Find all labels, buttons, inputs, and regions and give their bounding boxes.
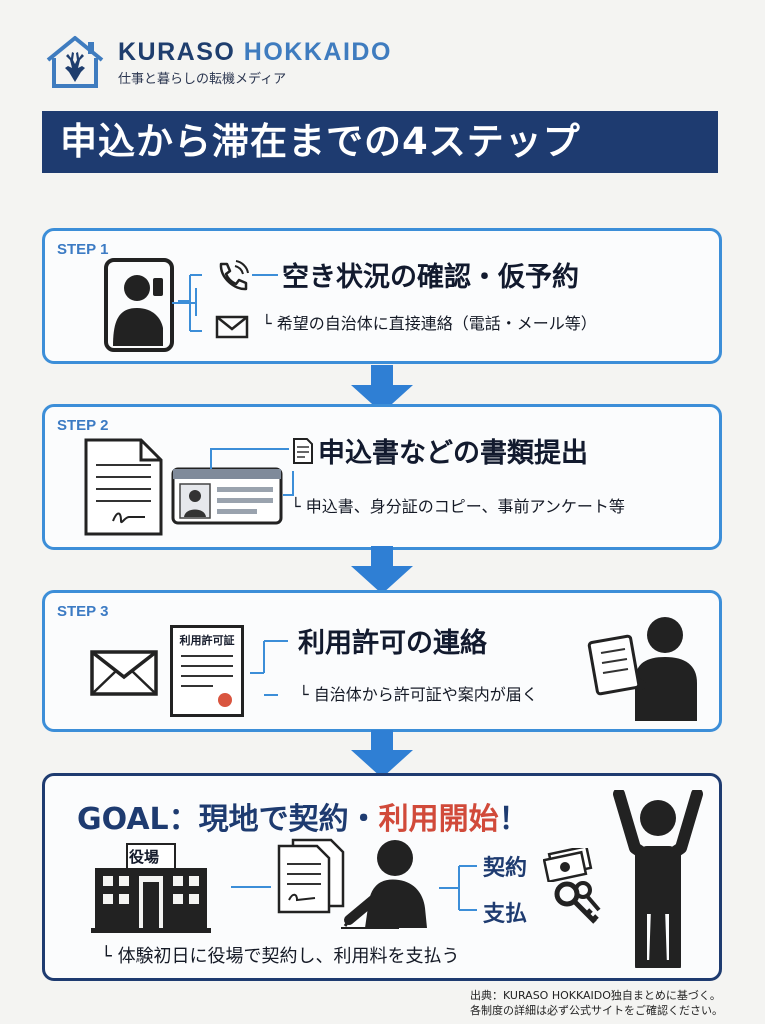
step-2-connector xyxy=(210,448,289,469)
step-2-card: STEP 2 申込書などの書類提出 └ 申込書、身分証のコピー、事前アンケート等 xyxy=(42,404,722,550)
id-card-icon xyxy=(171,467,283,525)
down-arrow-icon xyxy=(351,730,413,778)
brand-name: KURASO HOKKAIDO xyxy=(118,37,392,66)
step-2-desc: └ 申込書、身分証のコピー、事前アンケート等 xyxy=(291,497,625,516)
certificate-icon: 利用許可証 xyxy=(170,625,244,717)
town-hall-icon xyxy=(91,843,211,933)
step-3-title: 利用許可の連絡 xyxy=(298,628,487,659)
goal-card: GOAL：現地で契約・利用開始！ 役場 契約 支払 xyxy=(42,773,722,981)
goal-connector-1 xyxy=(231,886,271,888)
certificate-label: 利用許可証 xyxy=(179,634,235,647)
card-connector xyxy=(283,471,294,496)
step-1-card: STEP 1 空き状況の確認・仮予約 └ 希望の自治体に直接連絡（電話・メール等… xyxy=(42,228,722,364)
smartphone-person-icon xyxy=(104,258,197,352)
step-1-label: STEP 1 xyxy=(57,241,109,258)
keys-icon xyxy=(554,881,601,924)
step-3-desc: └ 自治体から許可証や案内が届く xyxy=(299,685,538,704)
person-celebrating-icon xyxy=(613,790,703,968)
step-1-title: 空き状況の確認・仮予約 xyxy=(282,262,579,293)
house-deer-logo-icon xyxy=(46,36,104,88)
papers-icon xyxy=(277,838,345,914)
footnote-line-1: 出典：KURASO HOKKAIDO独自まとめに基づく。 xyxy=(470,989,721,1002)
person-signing-icon xyxy=(341,840,427,929)
envelope-icon xyxy=(90,650,158,696)
payment-label: 支払 xyxy=(483,902,528,927)
mail-icon xyxy=(215,315,249,339)
down-arrow-icon xyxy=(351,546,413,594)
small-document-icon xyxy=(293,438,313,464)
town-hall-label: 役場 xyxy=(129,848,160,866)
goal-desc: └ 体験初日に役場で契約し、利用料を支払う xyxy=(101,946,460,967)
footnote-line-2: 各制度の詳細は必ず公式サイトをご確認ください。 xyxy=(470,1004,723,1017)
phone-connector xyxy=(252,274,278,276)
goal-title: GOAL：現地で契約・利用開始！ xyxy=(77,802,529,837)
phone-icon xyxy=(219,260,249,291)
money-icon xyxy=(543,848,593,882)
brand-tagline: 仕事と暮らしの転機メディア xyxy=(118,71,287,87)
contract-label: 契約 xyxy=(483,856,528,881)
page-title: 申込から滞在までの4ステップ xyxy=(42,111,718,173)
step-2-label: STEP 2 xyxy=(57,417,109,434)
down-arrow-icon xyxy=(351,365,413,413)
step-3-card: STEP 3 利用許可証 利用許可の連絡 └ 自治体から許可証や案内が届く xyxy=(42,590,722,732)
brand-header: KURASO HOKKAIDO 仕事と暮らしの転機メディア xyxy=(44,34,392,90)
step-2-title: 申込書などの書類提出 xyxy=(318,438,588,469)
step-3-connector xyxy=(250,640,288,696)
goal-connector-2 xyxy=(439,865,477,911)
step-1-desc: └ 希望の自治体に直接連絡（電話・メール等） xyxy=(262,314,597,333)
step-3-label: STEP 3 xyxy=(57,603,109,620)
source-footnote: 出典：KURASO HOKKAIDO独自まとめに基づく。 各制度の詳細は必ず公式… xyxy=(470,988,723,1018)
certificate-lines xyxy=(181,655,233,707)
person-clipboard-icon xyxy=(587,617,697,721)
document-icon xyxy=(84,438,163,536)
step-1-connector xyxy=(178,274,202,332)
